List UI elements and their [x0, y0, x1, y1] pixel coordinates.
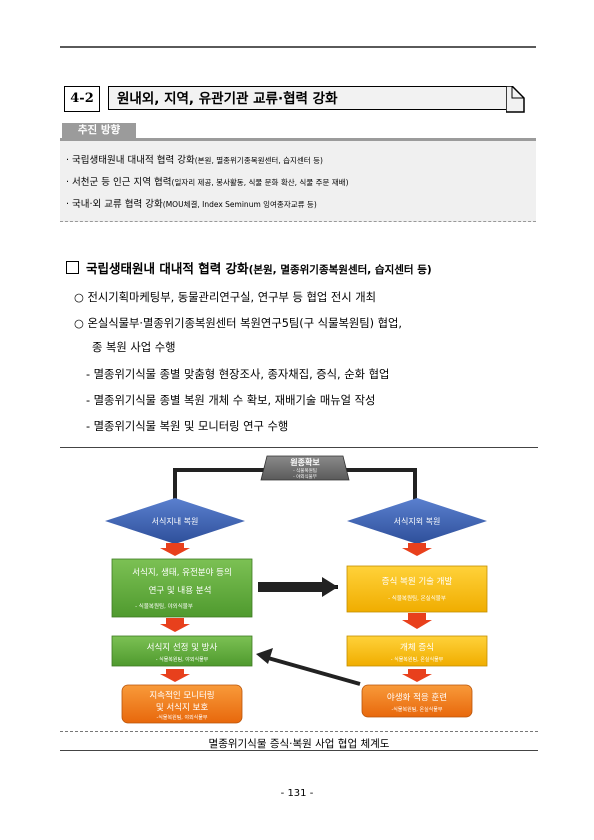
push-direction-label: 추진 방향: [62, 123, 136, 138]
origin-box: 원종확보 - 식물복원팀 - 야외식물부: [260, 455, 350, 481]
connector-left: [173, 468, 265, 510]
origin-sub: - 식물복원팀: [293, 467, 317, 474]
push-item: · 국내·외 교류 협력 강화(MOU체결, Index Seminum 잉여종…: [66, 199, 317, 210]
individual-propagation-box: 개체 증식 - 식물복원팀, 온실식물부: [346, 635, 488, 667]
section-header: 4-2 원내외, 지역, 유관기관 교류·협력 강화: [64, 86, 526, 114]
ex-situ-label: 서식지외 복원: [394, 516, 441, 526]
caption-bottom-rule: [60, 750, 538, 751]
top-rule: [60, 46, 536, 48]
body-line: ○ 온실식물부·멸종위기종복원센터 복원연구5팀(구 식물복원팀) 협업,: [74, 317, 403, 330]
body-line: 종 복원 사업 수행: [92, 341, 176, 354]
propagation-tech-sub: - 식물복원팀, 온실식물부: [388, 594, 446, 602]
monitoring-sub: -식물복원팀, 야외식물부: [157, 714, 208, 721]
research-sub: - 식물복원팀, 야외식물부: [135, 602, 193, 610]
down-arrow-icon: [160, 543, 190, 556]
push-direction-bar: [60, 138, 536, 141]
body-line: - 멸종위기식물 종별 복원 개체 수 확보, 재배기술 매뉴얼 작성: [86, 394, 376, 407]
origin-title: 원종확보: [290, 457, 320, 467]
cooperation-diagram: 원종확보 - 식물복원팀 - 야외식물부 서식지내 복원 서식지외 복원 서식지…: [105, 455, 488, 724]
in-situ-diamond: 서식지내 복원: [105, 498, 245, 544]
monitoring-box: 지속적인 모니터링 및 서식지 보호 -식물복원팀, 야외식물부: [121, 684, 243, 724]
wild-adaptation-sub: -식물복원팀, 온실식물부: [392, 706, 443, 713]
right-arrow-icon: [258, 577, 338, 597]
research-line1: 서식지, 생태, 유전분야 등의: [132, 567, 232, 578]
propagation-tech-title: 증식 복원 기술 개발: [382, 576, 453, 587]
diagonal-connector: [267, 656, 361, 686]
diagonal-arrow-icon: [256, 648, 273, 664]
down-arrow-icon: [402, 669, 432, 682]
in-situ-label: 서식지내 복원: [152, 517, 199, 526]
research-line2: 연구 및 내용 분석: [149, 585, 212, 596]
habitat-selection-title: 서식지 선정 및 방사: [147, 642, 218, 653]
body-line: - 멸종위기식물 종별 맞춤형 현장조사, 종자채집, 증식, 순화 협업: [86, 368, 390, 381]
section-title-fold: [506, 86, 525, 113]
habitat-selection-box: 서식지 선정 및 방사 - 식물복원팀, 야외식물부: [111, 635, 253, 667]
monitoring-line1: 지속적인 모니터링: [149, 690, 214, 701]
push-direction-box: · 국립생태원내 대내적 협력 강화(본원, 멸종위기종복원센터, 습지센터 등…: [60, 141, 536, 222]
ex-situ-diamond: 서식지외 복원: [347, 498, 487, 544]
individual-propagation-title: 개체 증식: [400, 642, 434, 653]
body-line: ○ 전시기획마케팅부, 동물관리연구실, 연구부 등 협업 전시 개최: [74, 291, 377, 304]
subsection-heading: 국립생태원내 대내적 협력 강화(본원, 멸종위기종복원센터, 습지센터 등): [66, 258, 432, 277]
diagram-caption: 멸종위기식물 증식·복원 사업 협업 체계도: [208, 738, 390, 750]
checkbox-square-icon: [66, 261, 79, 274]
wild-adaptation-box: 야생화 적응 훈련 -식물복원팀, 온실식물부: [361, 684, 473, 718]
diagram-bottom-rule: [60, 731, 538, 732]
wild-adaptation-title: 야생화 적응 훈련: [387, 692, 447, 703]
push-item: · 국립생태원내 대내적 협력 강화(본원, 멸종위기종복원센터, 습지센터 등…: [66, 155, 323, 166]
connector-right: [345, 468, 417, 510]
section-title: 원내외, 지역, 유관기관 교류·협력 강화: [108, 86, 508, 110]
down-arrow-icon: [402, 613, 432, 629]
push-item: · 서천군 등 인근 지역 협력(일자리 제공, 봉사활동, 식물 문화 확산,…: [66, 177, 349, 188]
individual-propagation-sub: - 식물복원팀, 온실식물부: [391, 656, 444, 663]
page-number: - 131 -: [280, 788, 314, 799]
habitat-selection-sub: - 식물복원팀, 야외식물부: [156, 656, 209, 663]
section-number: 4-2: [64, 86, 100, 112]
propagation-tech-box: 증식 복원 기술 개발 - 식물복원팀, 온실식물부: [346, 565, 488, 613]
down-arrow-icon: [402, 543, 432, 556]
body-line: - 멸종위기식물 복원 및 모니터링 연구 수행: [86, 420, 289, 433]
research-analysis-box: 서식지, 생태, 유전분야 등의 연구 및 내용 분석 - 식물복원팀, 야외식…: [111, 558, 253, 618]
monitoring-line2: 및 서식지 보호: [156, 702, 209, 713]
origin-sub: - 야외식물부: [293, 473, 317, 480]
diagram-top-rule: [60, 447, 538, 448]
down-arrow-icon: [160, 618, 190, 632]
down-arrow-icon: [160, 669, 190, 682]
